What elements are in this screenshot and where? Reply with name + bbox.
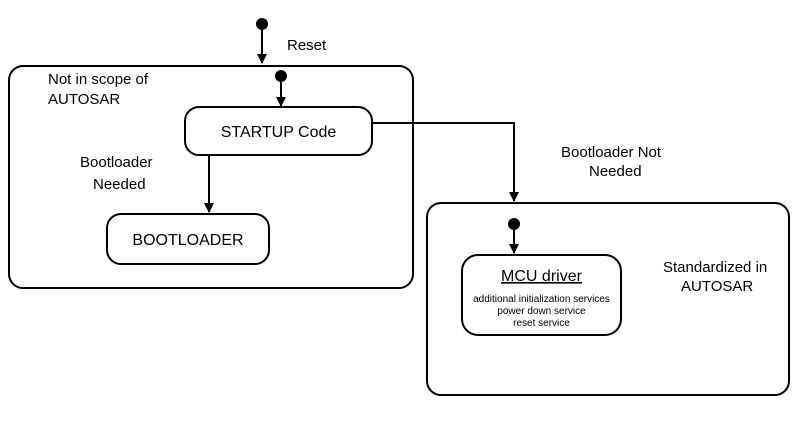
startup-code-state <box>184 106 373 156</box>
reset-initial-node <box>256 18 268 30</box>
bootloader-label: BOOTLOADER <box>132 232 243 249</box>
mcu-driver-service: power down service <box>497 306 586 317</box>
out-of-scope-label-line2: AUTOSAR <box>48 91 120 108</box>
bootloader-needed-label-line2: Needed <box>93 176 146 193</box>
out-of-scope-region <box>8 65 414 289</box>
bootloader-needed-label-line1: Bootloader <box>80 154 153 171</box>
standardized-label-line2: AUTOSAR <box>681 278 753 295</box>
bootloader-state <box>106 213 270 265</box>
mcu-driver-title: MCU driver <box>501 268 583 285</box>
mcu-driver-state <box>461 254 622 336</box>
reset-label: Reset <box>287 37 327 54</box>
mcu-driver-service: reset service <box>513 318 570 329</box>
out-of-scope-label-line1: Not in scope of <box>48 71 149 88</box>
standardized-label-line1: Standardized in <box>663 259 767 276</box>
bootloader-not-needed-arrow <box>372 122 519 202</box>
bootloader-not-needed-label-line1: Bootloader Not <box>561 144 662 161</box>
startup-initial-node <box>275 70 287 82</box>
startup-code-label: STARTUP Code <box>221 124 337 141</box>
standardized-region <box>426 202 790 396</box>
mcu-driver-service: additional initialization services <box>473 294 610 305</box>
bootloader-not-needed-label-line2: Needed <box>589 163 642 180</box>
mcu-initial-node <box>508 218 520 230</box>
